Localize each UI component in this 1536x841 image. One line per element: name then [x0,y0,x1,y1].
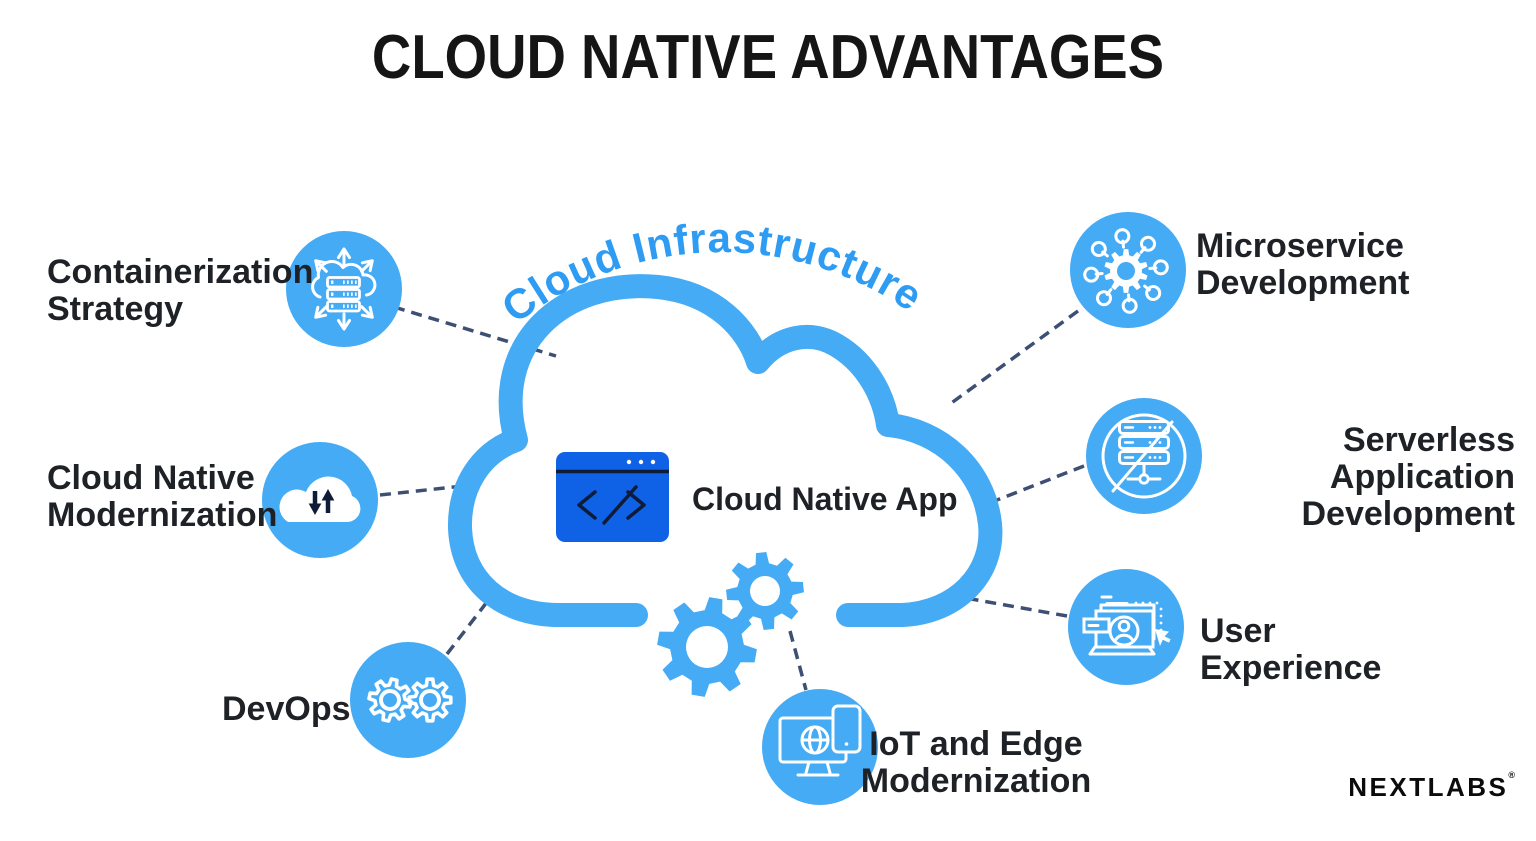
sync-arrows [308,488,335,516]
connector-iot [788,630,808,691]
window-dots [626,459,656,465]
connector-microservice [948,309,1080,406]
ux-laptop-user-cursor-icon [1082,595,1171,656]
label-serverless-application-development: Serverless Application Development [1301,421,1516,533]
cursor-arrow [1155,629,1171,646]
gear-large [657,597,757,697]
server-stack [326,276,361,313]
nextlabs-logo: NEXTLABS® [1330,770,1515,803]
node-containerization-strategy [286,231,402,347]
registered-mark: ® [1508,770,1515,780]
nextlabs-brand-text: NEXTLABS [1348,772,1509,802]
label-cloud-native-modernization: Cloud Native Modernization [47,459,278,534]
phone-glyph [831,704,862,754]
node-user-experience [1068,569,1184,685]
node-serverless-application-development [1086,398,1202,514]
node-cloud-native-modernization [262,442,378,558]
node-microservice-development [1070,212,1186,328]
connector-lines [379,305,1085,691]
iot-monitor-phone-globe-icon [778,704,862,777]
serverless-crossed-server-icon [1101,413,1187,499]
node-devops [350,642,466,758]
label-devops: DevOps [222,690,351,728]
label-iot-and-edge-modernization: IoT and Edge Modernization [860,725,1092,800]
detail-dashes [1100,595,1129,605]
code-window-icon [556,452,669,542]
node-iot-and-edge-modernization [762,689,878,805]
server-stack [1118,420,1170,465]
cloud-outline [448,274,1003,627]
connector-cloud-modernization [379,484,464,497]
cloud-sync-arrows-icon [279,476,361,522]
cloud-native-app-label: Cloud Native App [692,481,958,517]
microservices-gear-network-icon [1083,228,1169,314]
gears-icon [657,552,804,697]
gear-small [726,552,804,630]
label-user-experience: User Experience [1200,612,1382,687]
label-microservice-development: Microservice Development [1196,227,1410,302]
connector-serverless [996,464,1085,502]
slash-line [1111,420,1174,493]
devops-infinity-gears-icon [367,677,453,723]
scale-out-arrows [314,247,374,331]
network-spokes [1083,228,1169,314]
connector-containerization [393,305,557,358]
connector-user-experience [959,595,1068,618]
globe-glyph [800,725,830,755]
connector-devops [445,587,499,656]
container-servers-cloud-arrows-icon [311,247,377,331]
label-containerization-strategy: Containerization Strategy [47,253,314,328]
page-title: CLOUD NATIVE ADVANTAGES [371,23,1165,92]
code-brackets-glyph [577,485,646,525]
